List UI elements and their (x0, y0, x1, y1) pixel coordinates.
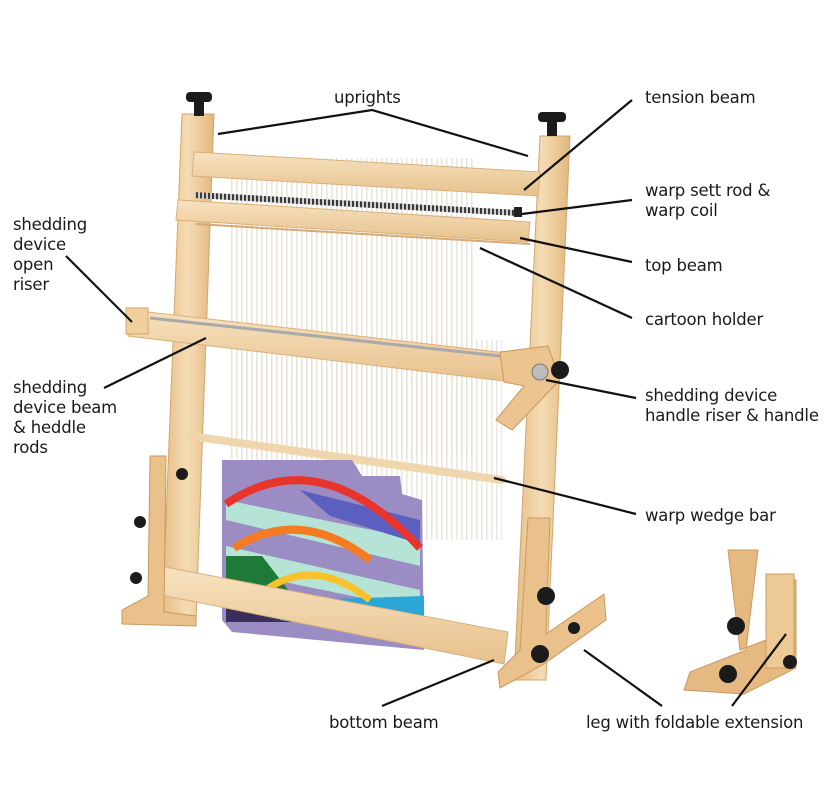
label-warp-sett-rod-coil: warp sett rod & warp coil (645, 181, 771, 220)
label-shedding-device-handle: shedding device handle riser & handle (645, 386, 819, 425)
warp-wedge-bar (186, 432, 506, 484)
leader-cartoon-holder (479, 247, 633, 319)
leader-leg (583, 649, 663, 707)
shedding-handle-riser (495, 345, 569, 431)
right-leg (497, 517, 607, 689)
leader-warp-sett-rod (521, 198, 633, 216)
tension-beam (191, 151, 541, 197)
top-beam (175, 199, 531, 243)
label-shedding-device-open-riser: shedding device open riser (13, 215, 88, 294)
leader-bottom-beam (381, 658, 495, 708)
inset-leg-extension (683, 549, 797, 695)
label-top-beam: top beam (645, 256, 723, 275)
label-leg-with-foldable-extension: leg with foldable extension (586, 713, 804, 732)
leader-shedding-handle (545, 378, 637, 400)
label-tension-beam: tension beam (645, 88, 756, 107)
label-uprights: uprights (334, 88, 401, 107)
leader-top-beam (519, 236, 633, 264)
leader-tension-beam (523, 99, 633, 191)
label-warp-wedge-bar: warp wedge bar (645, 506, 776, 525)
label-shedding-device-beam: shedding device beam & heddle rods (13, 378, 118, 457)
leader-lines (65, 99, 787, 708)
cartoon-holder (195, 223, 531, 245)
left-leg (121, 455, 197, 627)
leader-uprights (217, 108, 529, 158)
leader-shedding-beam (103, 337, 207, 389)
warp-sett-rod-coil (194, 192, 518, 216)
leader-warp-wedge-bar (493, 476, 637, 516)
leader-leg-extension (731, 633, 787, 707)
label-cartoon-holder: cartoon holder (645, 310, 764, 329)
label-bottom-beam: bottom beam (329, 713, 439, 732)
leader-shedding-open-riser (65, 255, 133, 323)
